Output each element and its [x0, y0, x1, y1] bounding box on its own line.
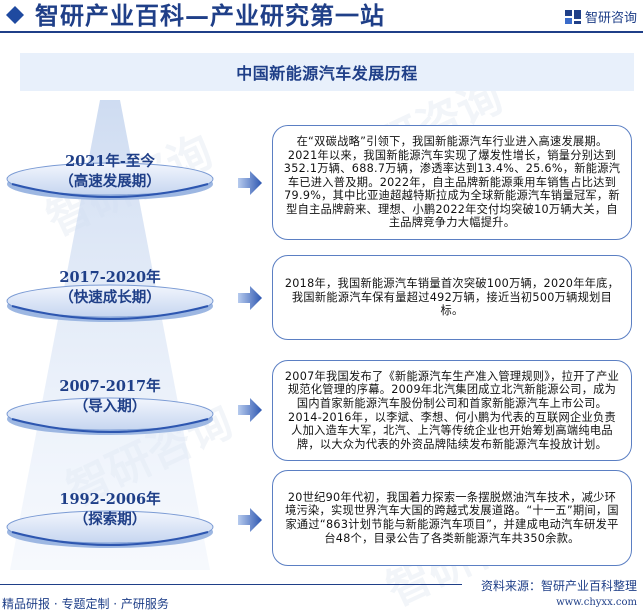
disc-icon: [6, 162, 214, 200]
stage-description: 20世纪90年代初，我国着力探索一条摆脱燃油汽车技术，减少环境污染，实现世界汽车…: [285, 490, 619, 545]
stage-phase: （高速发展期）: [59, 173, 161, 190]
stage-description: 2007年我国发布了《新能源汽车生产准入管理规则》，拉开了产业规范化管理的序幕。…: [284, 369, 620, 451]
arrow-right-icon: [238, 286, 262, 310]
disc-icon: [6, 510, 214, 548]
page-header: 智研产业百科—产业研究第一站 智研咨询: [0, 0, 643, 33]
disc-icon: [6, 284, 214, 322]
header-divider: [0, 31, 643, 33]
stage-period: 2017-2020年: [59, 269, 161, 286]
footer-divider: [0, 584, 462, 585]
stage-description-box: 20世纪90年代初，我国着力探索一条摆脱燃油汽车技术，减少环境污染，实现世界汽车…: [272, 470, 632, 566]
stage-description: 在“双碳战略”引领下，我国新能源汽车行业进入高速发展期。2021年以来，我国新能…: [283, 134, 621, 230]
timeline-stage: 1992-2006年 （探索期）: [0, 488, 260, 588]
disc-icon: [6, 397, 214, 435]
footer-services: 精品研报 · 专题定制 · 产研服务: [2, 597, 169, 611]
logo-icon: [564, 9, 581, 24]
stage-period: 2021年-至今: [65, 153, 155, 170]
stage-description-box: 2007年我国发布了《新能源汽车生产准入管理规则》，拉开了产业规范化管理的序幕。…: [272, 360, 632, 461]
data-source: 资料来源：智研产业百科整理: [480, 579, 637, 593]
page-title: 中国新能源汽车发展历程: [236, 64, 418, 83]
stage-description-box: 在“双碳战略”引领下，我国新能源汽车行业进入高速发展期。2021年以来，我国新能…: [272, 125, 632, 240]
arrow-right-icon: [238, 171, 262, 195]
brand-logo[interactable]: 智研咨询: [564, 7, 637, 26]
header-title: 智研产业百科—产业研究第一站: [35, 1, 385, 30]
logo-text: 智研咨询: [584, 11, 637, 26]
diamond-icon: [6, 6, 24, 24]
chart-title-bar: 中国新能源汽车发展历程: [20, 53, 634, 91]
timeline-stage: 2021年-至今 （高速发展期）: [0, 140, 260, 240]
stage-description: 2018年，我国新能源汽车销量首次突破100万辆，2020年年底，我国新能源汽车…: [284, 277, 620, 318]
stage-period: 2007-2017年: [59, 378, 161, 395]
footer-url[interactable]: www.chyxx.com: [556, 597, 637, 608]
stage-phase: （快速成长期）: [59, 289, 161, 306]
timeline-stage: 2007-2017年 （导入期）: [0, 375, 260, 475]
stage-description-box: 2018年，我国新能源汽车销量首次突破100万辆，2020年年底，我国新能源汽车…: [272, 255, 632, 340]
arrow-right-icon: [238, 508, 262, 532]
stage-period: 1992-2006年: [59, 491, 161, 508]
stage-phase: （探索期）: [73, 511, 147, 528]
timeline-stage: 2017-2020年 （快速成长期）: [0, 262, 260, 362]
arrow-right-icon: [238, 398, 262, 422]
stage-phase: （导入期）: [73, 398, 147, 415]
